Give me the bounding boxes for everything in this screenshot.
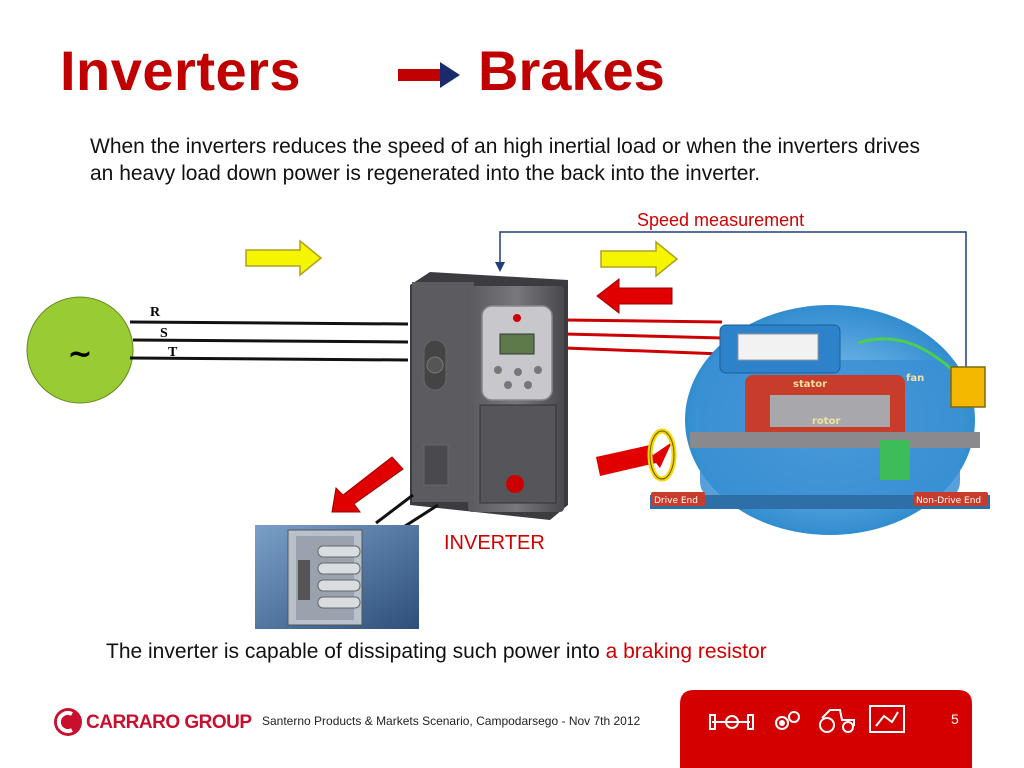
footer-caption: Santerno Products & Markets Scenario, Ca… [262, 714, 641, 728]
braking-resistor-image [255, 525, 419, 629]
phase-label-s: S [160, 326, 168, 341]
phase-label-t: T [168, 345, 178, 360]
speed-feedback-line [495, 231, 967, 372]
power-out-arrow-icon [600, 240, 679, 278]
supply-lines: R S T [129, 305, 409, 362]
motor-label-non-drive-end: Non-Drive End [916, 496, 981, 506]
source-symbol: ~ [67, 337, 92, 372]
motor-label-stator: stator [793, 379, 827, 390]
slide-title-left: Inverters [60, 39, 302, 102]
inverter-unit [410, 272, 568, 520]
ac-source: ~ [26, 296, 134, 404]
regeneration-arrow-icon [596, 277, 673, 315]
page-number: 5 [951, 711, 959, 727]
motor-cables [564, 318, 723, 356]
intro-paragraph: When the inverters reduces the speed of … [90, 135, 920, 185]
to-resistor-arrow-icon [331, 456, 404, 513]
bottom-sentence-text: The inverter is capable of dissipating s… [106, 640, 606, 663]
motor-label-drive-end: Drive End [654, 496, 698, 506]
speed-sensor [950, 366, 986, 408]
title-arrow-icon [398, 62, 460, 88]
carraro-logo-text: CARRARO GROUP [86, 712, 252, 733]
carraro-logo-icon [54, 708, 82, 736]
gears-icon [775, 711, 800, 730]
shaft-rotation-icon [596, 428, 677, 482]
motor-label-rotor: rotor [812, 416, 840, 427]
braking-resistor-highlight: a braking resistor [605, 640, 767, 663]
slide-title-right: Brakes [478, 39, 665, 102]
inverter-brake-diagram: ~ R S T [26, 231, 990, 629]
drive-system-icon [869, 705, 905, 733]
footer-red-panel [680, 690, 972, 768]
speed-measurement-label: Speed measurement [637, 210, 805, 230]
inverter-label: INVERTER [444, 532, 545, 554]
electric-motor-image: stator rotor fan Drive End Non-Drive End [650, 305, 990, 535]
bottom-sentence: The inverter is capable of dissipating s… [106, 640, 767, 664]
tractor-icon [819, 709, 855, 733]
power-in-arrow-icon [245, 239, 323, 277]
axle-icon [709, 714, 754, 730]
phase-label-r: R [150, 305, 161, 320]
motor-label-fan: fan [906, 373, 924, 384]
